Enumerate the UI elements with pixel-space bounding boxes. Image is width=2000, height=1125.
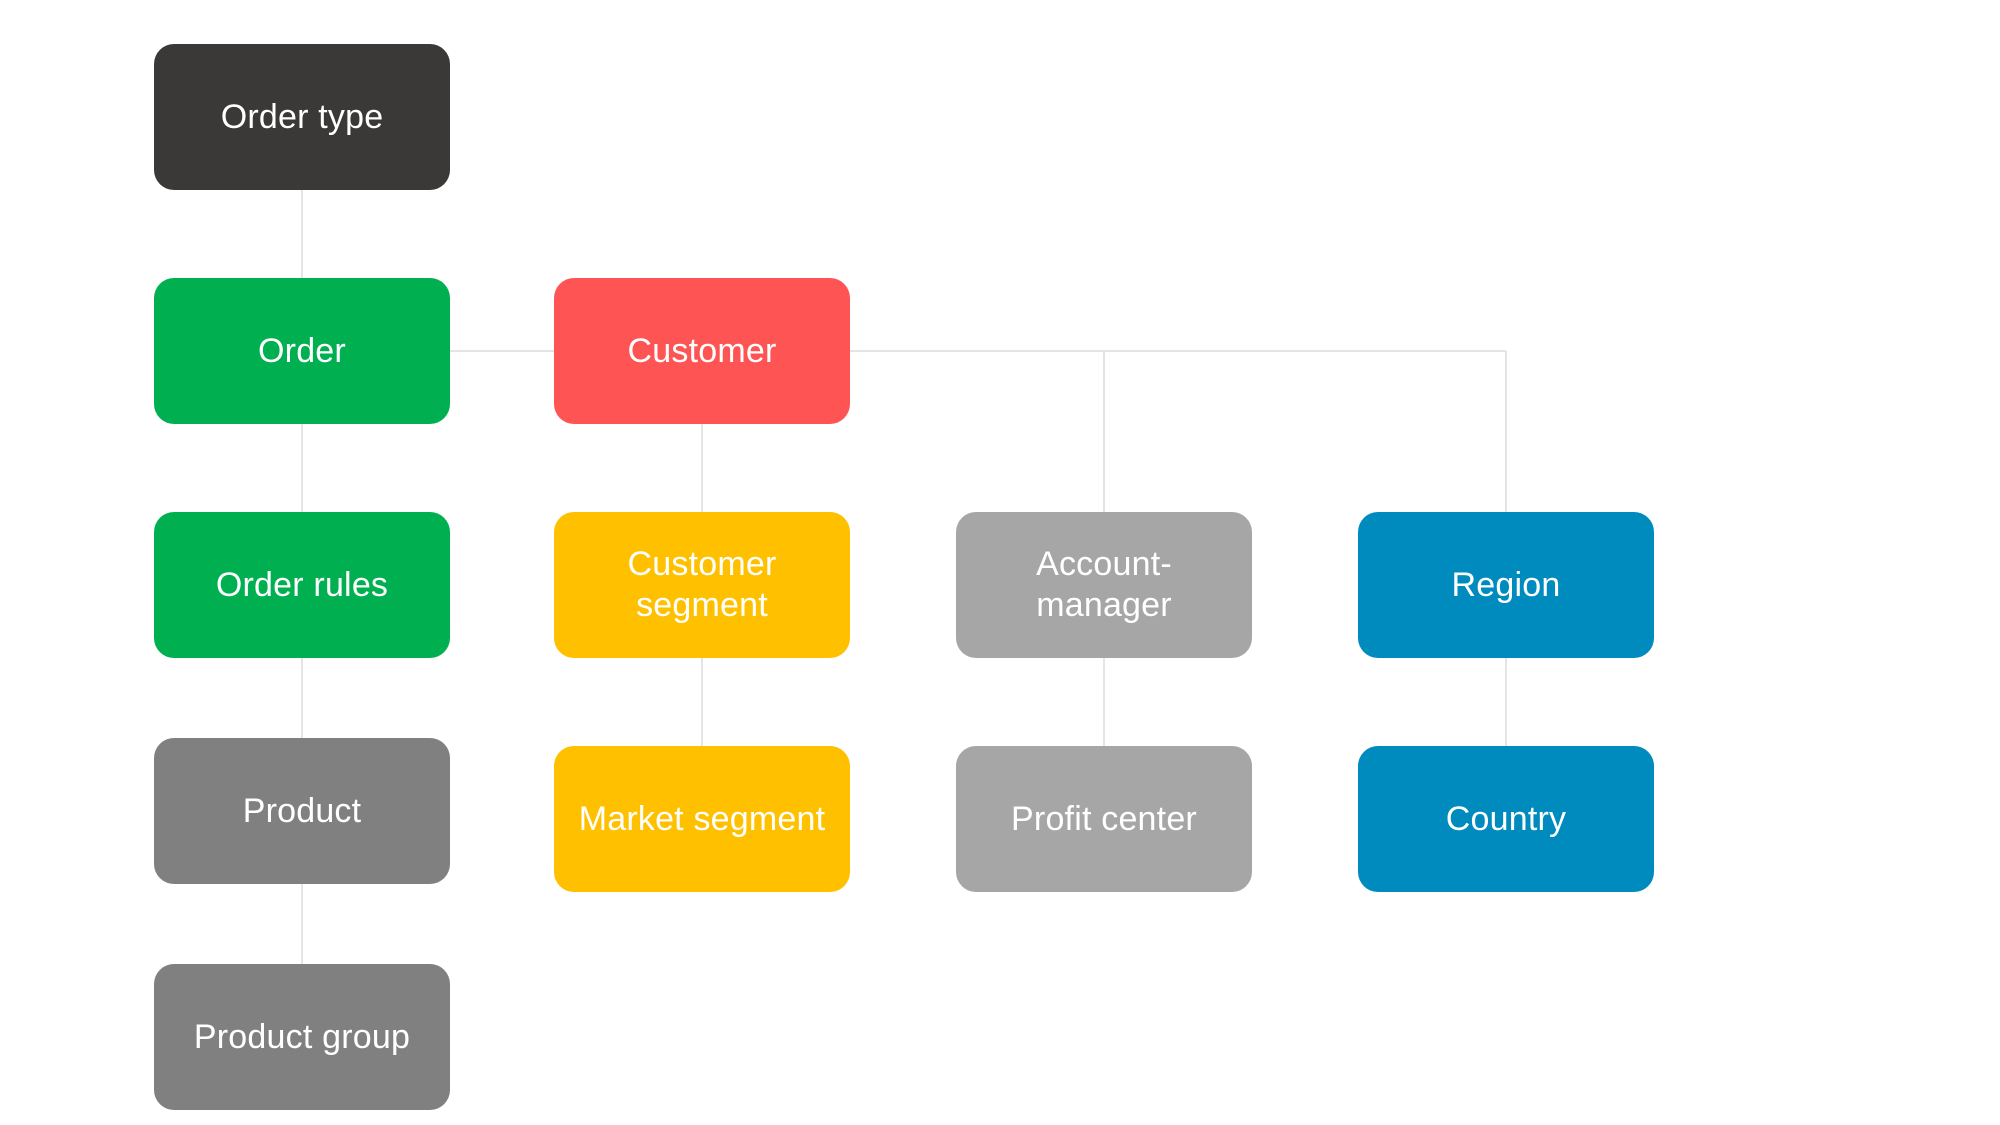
node-order-type-label: Order type <box>220 97 384 136</box>
node-product: Product <box>154 738 450 884</box>
node-product-group-label: Product group <box>193 1017 411 1056</box>
node-order-rules: Order rules <box>154 512 450 658</box>
node-order-label: Order <box>258 331 346 370</box>
node-order-rules-label: Order rules <box>215 565 389 604</box>
node-account-manager: Account- manager <box>956 512 1252 658</box>
node-market-segment-label: Market segment <box>578 799 826 838</box>
node-profit-center: Profit center <box>956 746 1252 892</box>
node-order: Order <box>154 278 450 424</box>
node-country-label: Country <box>1445 799 1567 838</box>
node-customer-segment: Customer segment <box>554 512 850 658</box>
node-region: Region <box>1358 512 1654 658</box>
node-product-label: Product <box>242 791 362 830</box>
node-market-segment: Market segment <box>554 746 850 892</box>
node-region-label: Region <box>1451 565 1561 604</box>
node-profit-center-label: Profit center <box>1011 799 1197 838</box>
node-country: Country <box>1358 746 1654 892</box>
node-order-type: Order type <box>154 44 450 190</box>
node-account-manager-label: Account- manager <box>1036 545 1172 624</box>
node-customer: Customer <box>554 278 850 424</box>
node-customer-segment-label: Customer segment <box>627 545 777 624</box>
node-customer-label: Customer <box>627 331 777 370</box>
node-product-group: Product group <box>154 964 450 1110</box>
